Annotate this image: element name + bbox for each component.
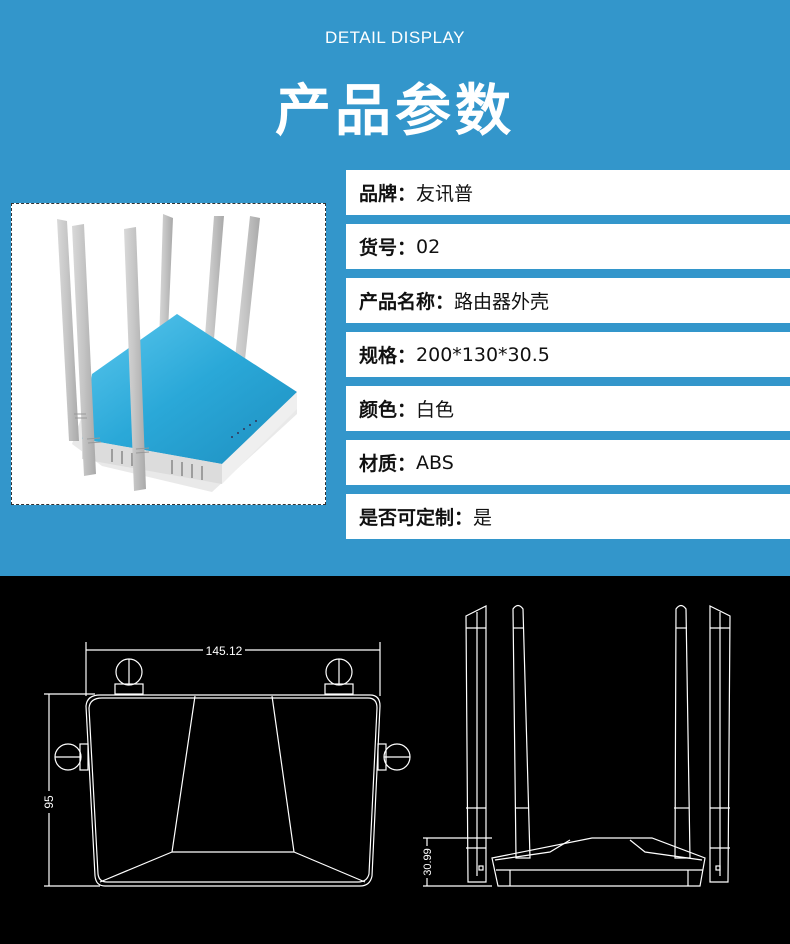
spec-table: 品牌： 友讯普 货号： 02 产品名称： 路由器外壳 规格： 200*130*3…: [346, 170, 790, 548]
spec-value: ABS: [416, 451, 454, 474]
spec-value: 02: [416, 235, 441, 258]
header-section: DETAIL DISPLAY 产品参数: [0, 0, 790, 576]
spec-label: 材质：: [359, 453, 417, 475]
spec-row-product-name: 产品名称： 路由器外壳: [346, 278, 790, 323]
section-subtitle: DETAIL DISPLAY: [325, 28, 465, 47]
spec-value: 200*130*30.5: [416, 343, 550, 366]
product-photo: [11, 203, 326, 505]
width-dimension-label: 145.12: [206, 644, 243, 658]
spec-value: 路由器外壳: [454, 291, 550, 313]
spec-value: 友讯普: [416, 183, 474, 205]
technical-drawings: 145.12 95: [0, 576, 790, 944]
spec-label: 货号：: [359, 237, 417, 259]
spec-label: 品牌：: [359, 183, 417, 205]
spec-row-size: 规格： 200*130*30.5: [346, 332, 790, 377]
spec-label: 规格：: [359, 345, 417, 367]
spec-label: 颜色：: [359, 399, 417, 421]
front-height-dimension-label: 30.99: [422, 848, 434, 876]
spec-value: 是: [473, 507, 493, 529]
front-view-drawing: 30.99: [421, 604, 731, 887]
spec-row-brand: 品牌： 友讯普: [346, 170, 790, 215]
height-dimension-label: 95: [42, 795, 56, 809]
spec-row-customizable: 是否可定制： 是: [346, 494, 790, 539]
spec-row-material: 材质： ABS: [346, 440, 790, 485]
page-title: 产品参数: [275, 79, 515, 144]
top-view-drawing: 145.12 95: [42, 642, 411, 887]
spec-row-color: 颜色： 白色: [346, 386, 790, 431]
spec-value: 白色: [416, 399, 455, 421]
spec-row-item-number: 货号： 02: [346, 224, 790, 269]
spec-label: 产品名称：: [359, 291, 455, 313]
spec-label: 是否可定制：: [359, 507, 474, 529]
router-image-icon: [57, 214, 297, 492]
